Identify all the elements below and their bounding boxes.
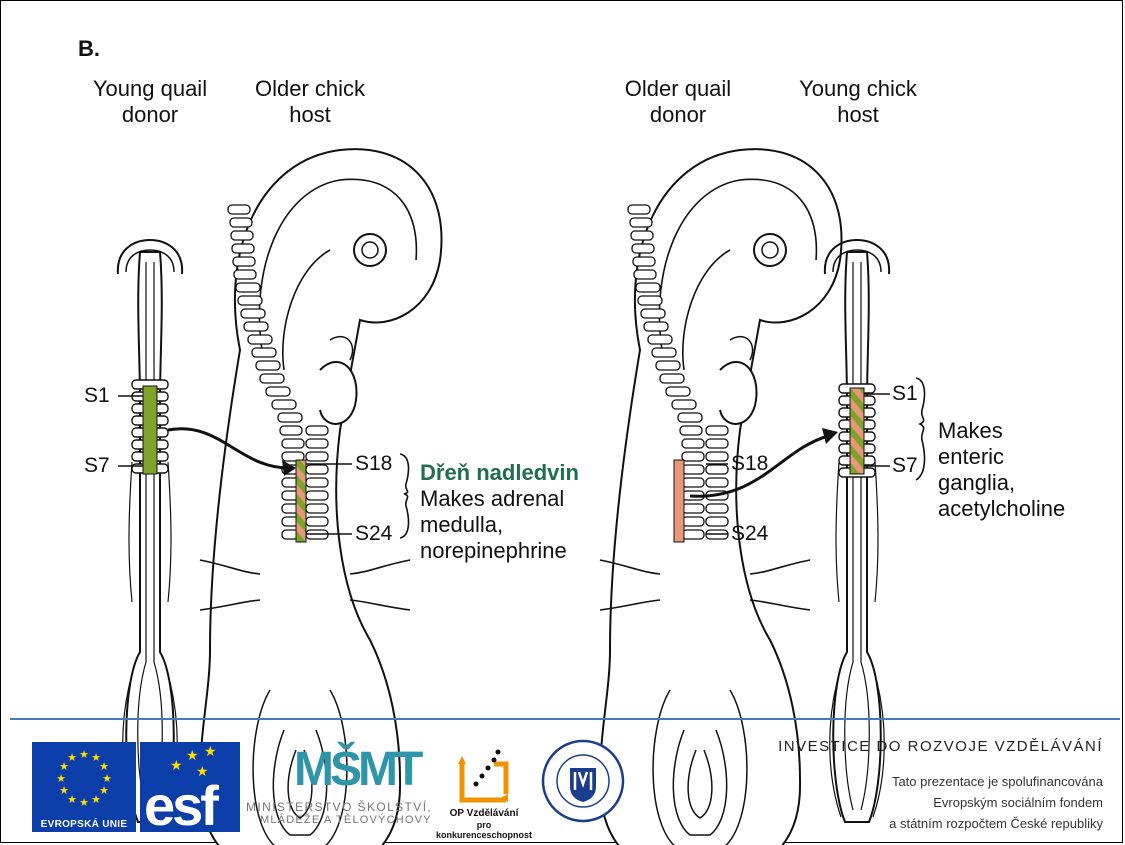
esf-label: esf	[144, 773, 216, 838]
footer-line-2: Evropským sociálním fondem	[778, 792, 1103, 813]
left-host-graft	[296, 460, 306, 542]
footer-info: INVESTICE DO ROZVOJE VZDĚLÁVÁNÍ Tato pre…	[778, 738, 1103, 834]
svg-text:★: ★	[79, 748, 89, 761]
msmt-line2: MLÁDEŽE A TĚLOVÝCHOVY	[260, 814, 432, 826]
left-donor-s-start: S1	[84, 384, 110, 408]
right-donor-s-start: S18	[731, 452, 768, 476]
eu-stars-icon: ★★★ ★★★ ★★★ ★★★	[32, 742, 136, 816]
right-donor-graft	[674, 460, 684, 542]
left-host-s-start: S18	[355, 452, 392, 476]
left-host-s-end: S24	[355, 522, 392, 546]
right-host-s-end: S7	[892, 454, 918, 478]
svg-text:★: ★	[170, 758, 183, 774]
svg-text:★: ★	[79, 796, 89, 809]
right-host-s-start: S1	[892, 382, 918, 406]
eu-label: EVROPSKÁ UNIE	[32, 819, 136, 830]
left-donor-s-end: S7	[84, 454, 110, 478]
left-bracket	[400, 454, 408, 538]
muni-seal-icon	[540, 738, 626, 824]
msmt-line1: MINISTERSTVO ŠKOLSTVÍ,	[246, 800, 432, 814]
footer-line-3: a státním rozpočtem České republiky	[778, 813, 1103, 834]
right-host-graft	[850, 388, 864, 474]
op-line2: pro konkurenceschopnost	[432, 820, 536, 840]
msmt-mark: MŠMT	[294, 742, 419, 797]
right-donor-s-end: S24	[731, 522, 768, 546]
op-icon	[432, 742, 536, 806]
msmt-logo: MŠMT MINISTERSTVO ŠKOLSTVÍ, MLÁDEŽE A TĚ…	[246, 742, 456, 832]
svg-text:★: ★	[186, 748, 199, 764]
muni-seal-logo	[540, 738, 626, 824]
op-line1: OP Vzdělávání	[432, 808, 536, 819]
left-note-title: Dřeň nadledvin	[420, 460, 579, 486]
right-note: Makes enteric ganglia, acetylcholine	[938, 418, 1065, 522]
footer-line-1: Tato prezentace je spolufinancována	[778, 771, 1103, 792]
op-logo: OP Vzdělávání pro konkurenceschopnost	[432, 742, 536, 832]
svg-text:★: ★	[91, 793, 101, 806]
left-donor-graft	[143, 386, 157, 474]
esf-logo: ★★★★ esf	[140, 742, 240, 832]
footer-divider	[10, 718, 1120, 720]
eu-flag-logo: ★★★ ★★★ ★★★ ★★★ EVROPSKÁ UNIE	[32, 742, 136, 832]
svg-text:★: ★	[67, 751, 77, 764]
footer-title: INVESTICE DO ROZVOJE VZDĚLÁVÁNÍ	[778, 738, 1103, 755]
svg-text:★: ★	[59, 784, 69, 797]
svg-text:★: ★	[204, 744, 217, 760]
left-note: Dřeň nadledvin Makes adrenal medulla, no…	[420, 460, 579, 564]
svg-text:★: ★	[56, 772, 66, 785]
